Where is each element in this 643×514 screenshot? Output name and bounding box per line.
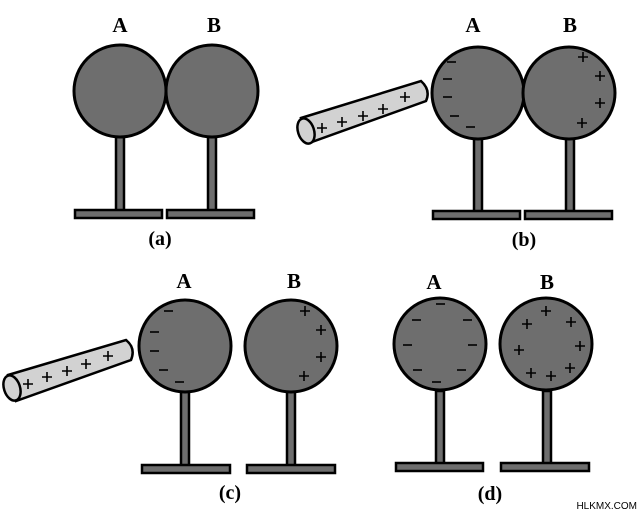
plus-icon: [578, 52, 588, 62]
plus-icon: [81, 359, 91, 369]
stand-post-b: [541, 389, 553, 467]
sphere-b: [521, 45, 617, 141]
panel-a: A B (a): [72, 13, 260, 250]
sphere-a-label: A: [112, 13, 128, 37]
stand-base-a: [394, 461, 485, 473]
sphere-a-label: A: [426, 270, 442, 294]
plus-icon: [317, 123, 327, 133]
panel-caption: (a): [148, 228, 171, 250]
sphere-b-label: B: [540, 270, 554, 294]
plus-icon: [378, 104, 388, 114]
plus-icon: [565, 363, 575, 373]
panel-caption: (c): [219, 482, 241, 504]
sphere-b: [243, 298, 339, 394]
rod-positive-charges: [317, 92, 410, 133]
stand-post-a: [472, 136, 484, 216]
plus-icon: [595, 71, 605, 81]
plus-icon: [566, 317, 576, 327]
stand-base-b: [245, 463, 337, 475]
panel-caption: (b): [512, 229, 536, 251]
plus-icon: [62, 366, 72, 376]
plus-icon: [595, 98, 605, 108]
stand-base-b: [499, 461, 591, 473]
plus-icon: [522, 319, 532, 329]
plus-icon: [299, 371, 309, 381]
panel-caption: (d): [478, 483, 502, 505]
charged-rod: [296, 79, 429, 145]
stand-post-b: [564, 136, 576, 216]
sphere-b-label: B: [207, 13, 221, 37]
plus-icon: [316, 352, 326, 362]
rod-end-cap: [296, 117, 316, 145]
plus-icon: [337, 117, 347, 127]
stand-base-a: [73, 208, 164, 220]
stand-base-b: [523, 209, 614, 221]
plus-icon: [526, 368, 536, 378]
panel-d: A B (d): [392, 270, 594, 505]
plus-icon: [541, 306, 551, 316]
sphere-b: [164, 43, 260, 139]
plus-icon: [514, 345, 524, 355]
stand-post-b: [285, 389, 297, 469]
sphere-b: [498, 296, 594, 392]
sphere-a: [392, 296, 488, 392]
stand-base-b: [165, 208, 256, 220]
panel-b: A B: [296, 13, 617, 251]
panel-c: A B: [2, 269, 339, 504]
rod-end-cap: [2, 374, 22, 402]
plus-icon: [546, 371, 556, 381]
stand-post-a: [114, 135, 126, 214]
stand-post-a: [179, 389, 191, 469]
plus-icon: [103, 351, 113, 361]
stand-base-a: [431, 209, 522, 221]
sphere-a-negative-charges: [403, 303, 477, 383]
plus-icon: [42, 372, 52, 382]
sphere-a-label: A: [465, 13, 481, 37]
stand-post-b: [206, 135, 218, 214]
sphere-b-positive-charges: [577, 52, 605, 128]
sphere-a-negative-charges: [443, 61, 475, 128]
rod-positive-charges: [23, 351, 113, 389]
watermark: HLKMX.COM: [576, 501, 637, 512]
sphere-a-label: A: [176, 269, 192, 293]
sphere-b-positive-charges: [514, 306, 585, 381]
plus-icon: [358, 111, 368, 121]
sphere-a: [137, 298, 233, 394]
stand-base-a: [140, 463, 232, 475]
plus-icon: [400, 92, 410, 102]
sphere-a-negative-charges: [150, 310, 184, 383]
sphere-a: [430, 45, 526, 141]
sphere-a: [72, 43, 168, 139]
plus-icon: [300, 306, 310, 316]
sphere-b-label: B: [287, 269, 301, 293]
sphere-b-label: B: [563, 13, 577, 37]
sphere-b-positive-charges: [299, 306, 326, 381]
plus-icon: [316, 325, 326, 335]
plus-icon: [577, 118, 587, 128]
stand-post-a: [434, 389, 446, 467]
plus-icon: [23, 379, 33, 389]
plus-icon: [575, 341, 585, 351]
